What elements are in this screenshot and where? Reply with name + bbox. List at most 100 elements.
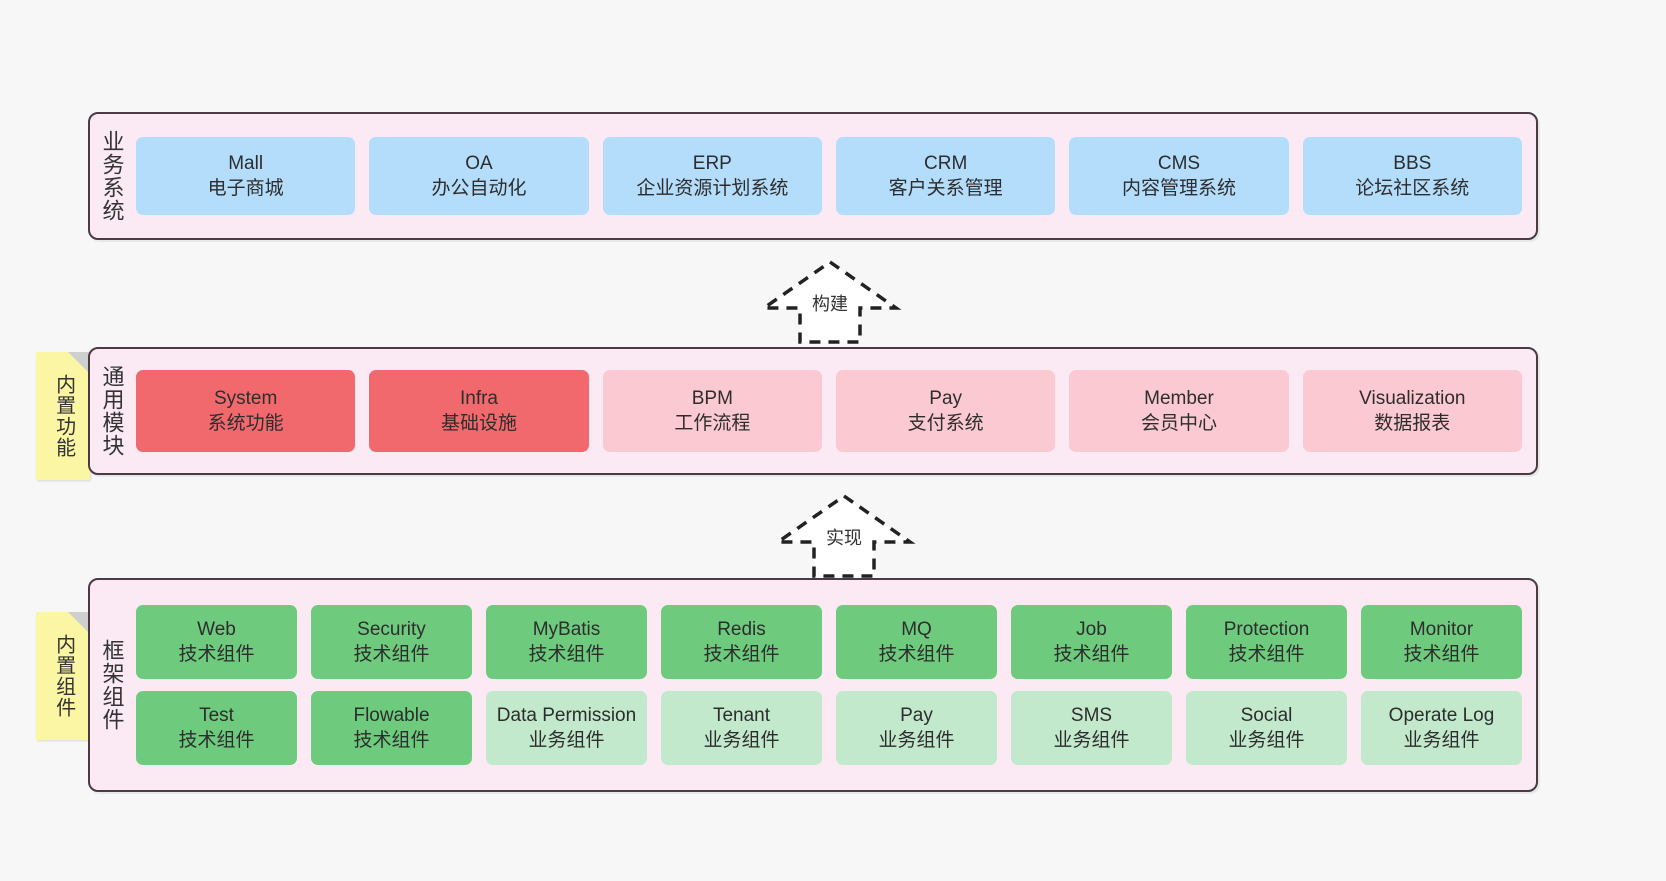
- card-subtitle: 内容管理系统: [1121, 178, 1236, 199]
- card-title: Flowable: [353, 704, 430, 726]
- card-title: MQ: [901, 618, 932, 640]
- card-bpm[interactable]: BPM 工作流程: [602, 370, 822, 452]
- card-subtitle: 工作流程: [674, 413, 751, 434]
- card-title: BBS: [1393, 152, 1432, 174]
- card-subtitle: 企业资源计划系统: [636, 178, 789, 199]
- card-title: Pay: [929, 387, 963, 409]
- card-test[interactable]: Test 技术组件: [136, 691, 297, 765]
- card-subtitle: 支付系统: [907, 413, 984, 434]
- card-title: SMS: [1070, 704, 1113, 726]
- sticky-note-label: 内置组件: [52, 634, 75, 718]
- card-title: Data Permission: [496, 704, 637, 726]
- card-title: Tenant: [712, 704, 771, 726]
- connector-build: 构建: [756, 258, 904, 346]
- card-title: Visualization: [1359, 387, 1466, 409]
- card-data-permission[interactable]: Data Permission 业务组件: [486, 691, 647, 765]
- card-subtitle: 技术组件: [1403, 644, 1480, 665]
- card-operate-log[interactable]: Operate Log 业务组件: [1361, 691, 1522, 765]
- card-system[interactable]: System 系统功能: [136, 370, 356, 452]
- card-title: Infra: [459, 387, 498, 409]
- card-oa[interactable]: OA 办公自动化: [369, 137, 589, 215]
- card-sms[interactable]: SMS 业务组件: [1011, 691, 1172, 765]
- card-title: CMS: [1157, 152, 1201, 174]
- layer-label-business-systems: 业务系统: [99, 130, 125, 222]
- card-cms[interactable]: CMS 内容管理系统: [1069, 137, 1289, 215]
- connector-build-arrow-icon: [758, 259, 902, 344]
- card-crm[interactable]: CRM 客户关系管理: [835, 137, 1056, 215]
- card-pay-component[interactable]: Pay 业务组件: [836, 691, 997, 765]
- card-title: Pay: [900, 704, 933, 726]
- card-title: Operate Log: [1388, 704, 1495, 726]
- card-subtitle: 客户关系管理: [888, 178, 1003, 199]
- card-title: System: [213, 387, 278, 409]
- card-title: Monitor: [1409, 618, 1474, 640]
- sticky-note-label: 内置功能: [52, 374, 75, 458]
- card-subtitle: 办公自动化: [431, 178, 527, 199]
- connector-implement-label: 实现: [826, 528, 862, 548]
- card-title: OA: [465, 152, 493, 174]
- connector-implement-arrow-icon: [772, 493, 916, 578]
- card-title: Job: [1076, 618, 1107, 640]
- card-social[interactable]: Social 业务组件: [1186, 691, 1347, 765]
- card-subtitle: 业务组件: [703, 730, 780, 751]
- card-flowable[interactable]: Flowable 技术组件: [311, 691, 472, 765]
- card-job[interactable]: Job 技术组件: [1011, 605, 1172, 679]
- card-subtitle: 电子商城: [207, 178, 284, 199]
- card-subtitle: 技术组件: [703, 644, 780, 665]
- card-subtitle: 业务组件: [528, 730, 605, 751]
- sticky-fold-corner-icon: [68, 352, 90, 374]
- card-protection[interactable]: Protection 技术组件: [1186, 605, 1347, 679]
- card-redis[interactable]: Redis 技术组件: [661, 605, 822, 679]
- card-title: Web: [197, 618, 236, 640]
- card-subtitle: 业务组件: [1053, 730, 1130, 751]
- card-subtitle: 技术组件: [878, 644, 955, 665]
- card-subtitle: 技术组件: [353, 644, 430, 665]
- card-mybatis[interactable]: MyBatis 技术组件: [486, 605, 647, 679]
- layer-framework-components: 框架组件 Web 技术组件 Security 技术组件 MyBatis 技术组件…: [88, 578, 1538, 792]
- card-title: BPM: [691, 387, 733, 409]
- card-subtitle: 技术组件: [1053, 644, 1130, 665]
- card-title: Protection: [1223, 618, 1310, 640]
- card-monitor[interactable]: Monitor 技术组件: [1361, 605, 1522, 679]
- card-member[interactable]: Member 会员中心: [1069, 370, 1289, 452]
- card-subtitle: 数据报表: [1374, 413, 1451, 434]
- layer-label-common-modules: 通用模块: [99, 365, 125, 457]
- card-subtitle: 论坛社区系统: [1355, 178, 1470, 199]
- card-subtitle: 技术组件: [353, 730, 430, 751]
- connector-implement: 实现: [770, 492, 918, 580]
- card-pay-module[interactable]: Pay 支付系统: [835, 370, 1056, 452]
- card-web[interactable]: Web 技术组件: [136, 605, 297, 679]
- card-title: CRM: [924, 152, 968, 174]
- business-systems-card-row: Mall 电子商城 OA 办公自动化 ERP 企业资源计划系统 CRM 客户关系…: [134, 114, 1536, 238]
- card-title: Mall: [228, 152, 264, 174]
- card-tenant[interactable]: Tenant 业务组件: [661, 691, 822, 765]
- card-security[interactable]: Security 技术组件: [311, 605, 472, 679]
- sticky-note-builtin-features: 内置功能: [36, 352, 90, 480]
- card-subtitle: 基础设施: [440, 413, 517, 434]
- card-infra[interactable]: Infra 基础设施: [369, 370, 589, 452]
- framework-components-grid: Web 技术组件 Security 技术组件 MyBatis 技术组件 Redi…: [134, 580, 1536, 790]
- layer-label-framework-components: 框架组件: [99, 639, 125, 731]
- card-subtitle: 技术组件: [1228, 644, 1305, 665]
- card-subtitle: 业务组件: [1403, 730, 1480, 751]
- card-subtitle: 技术组件: [178, 644, 255, 665]
- card-subtitle: 会员中心: [1140, 413, 1217, 434]
- framework-row-technical: Web 技术组件 Security 技术组件 MyBatis 技术组件 Redi…: [136, 605, 1522, 679]
- common-modules-card-row: System 系统功能 Infra 基础设施 BPM 工作流程 Pay 支付系统…: [134, 349, 1536, 473]
- card-mq[interactable]: MQ 技术组件: [836, 605, 997, 679]
- card-erp[interactable]: ERP 企业资源计划系统: [602, 137, 822, 215]
- card-title: Redis: [717, 618, 766, 640]
- card-visualization[interactable]: Visualization 数据报表: [1302, 370, 1522, 452]
- sticky-fold-corner-icon: [68, 612, 90, 634]
- card-subtitle: 技术组件: [178, 730, 255, 751]
- card-title: Security: [357, 618, 426, 640]
- connector-build-label: 构建: [812, 294, 848, 314]
- card-title: MyBatis: [532, 618, 601, 640]
- card-bbs[interactable]: BBS 论坛社区系统: [1302, 137, 1522, 215]
- card-title: ERP: [692, 152, 732, 174]
- card-title: Test: [199, 704, 234, 726]
- sticky-note-builtin-components: 内置组件: [36, 612, 90, 740]
- card-mall[interactable]: Mall 电子商城: [136, 137, 356, 215]
- layer-common-modules: 通用模块 System 系统功能 Infra 基础设施 BPM 工作流程 Pay…: [88, 347, 1538, 475]
